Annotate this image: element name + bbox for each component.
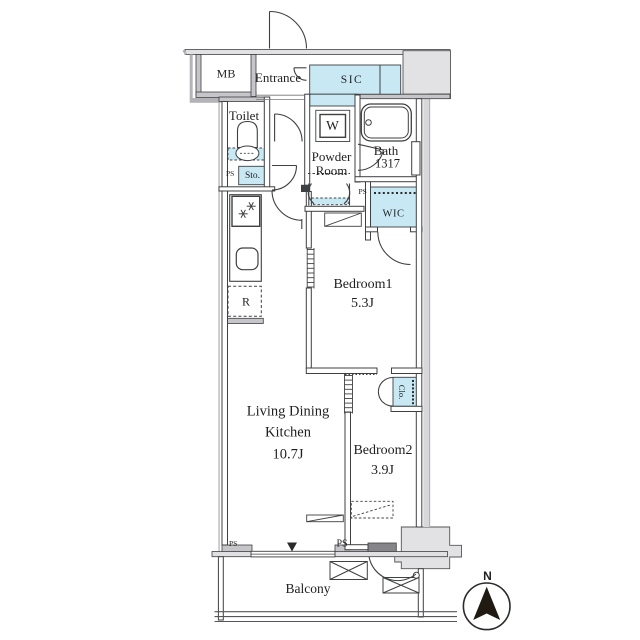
pipe-space-label: PS	[336, 538, 348, 549]
right-wall	[415, 98, 423, 528]
pipe-space-label: PS	[226, 169, 235, 179]
balcony-partition-door	[368, 556, 417, 582]
bottom-wall-left	[221, 544, 253, 553]
closet-double-door-icon	[377, 376, 393, 407]
sliding-doors	[306, 248, 353, 414]
toilet-label: Toilet	[228, 107, 260, 123]
sic-area	[309, 64, 402, 95]
mb-left-wall	[195, 54, 202, 97]
closet-hanger-dots	[412, 380, 414, 405]
toilet-bottom-wall	[218, 186, 276, 192]
bedroom1-size-label: 5.3J	[351, 296, 374, 311]
refrigerator-label: R	[241, 294, 251, 308]
ldk-label-line1: Living Dining	[246, 403, 330, 419]
ldk-door-icon	[271, 190, 303, 229]
kitchen-icons	[227, 194, 262, 317]
sic-label: SIC	[340, 73, 364, 86]
bedroom1-top-wall	[304, 205, 365, 212]
washer-label: W	[326, 118, 339, 133]
bathtub-icon	[360, 103, 412, 142]
bedroom1-sliding-door-icon	[306, 248, 315, 289]
powder-counter-strip	[310, 197, 349, 206]
ldk-label-line2: Kitchen	[265, 424, 311, 440]
hanger-dots	[287, 192, 416, 552]
hall-powder-wall	[304, 93, 311, 186]
entrance-door-icon	[268, 10, 308, 81]
balcony-left-wall	[217, 556, 224, 621]
bath-counter	[411, 141, 421, 176]
bedroom1-bottom-wall-right	[391, 367, 423, 374]
powder-room-label-line2: Room	[315, 163, 348, 178]
ac-unit-icon	[329, 561, 368, 580]
inner-walls	[217, 93, 424, 621]
balcony-railing	[214, 611, 457, 623]
wic-bottom-wall-left	[365, 226, 378, 233]
closet-bottom-wall	[390, 405, 423, 412]
powder-bath-wall	[354, 94, 361, 183]
bedroom2-left-wall	[344, 411, 351, 551]
neighbor-outline	[182, 49, 431, 552]
burner-symbols	[238, 202, 256, 218]
toilet-door-icon	[274, 113, 303, 142]
ldk-size-label: 10.7J	[272, 446, 304, 462]
closet-label: Clo.	[396, 384, 407, 399]
ldk-counter-diagonal	[306, 514, 344, 523]
drain-circle	[412, 571, 420, 579]
doors	[256, 10, 417, 582]
toilet-icon	[235, 120, 260, 162]
entrance-step	[256, 94, 305, 100]
balcony-label: Balcony	[285, 580, 331, 596]
wall-corner-block	[301, 184, 311, 193]
bath-size-label: 1317	[375, 156, 400, 170]
bath-bottom-wall	[354, 176, 421, 183]
compass-north-label: N	[483, 568, 492, 583]
powder-room-label-line1: Powder	[311, 149, 352, 164]
stove-icon	[231, 195, 261, 228]
storage-label: Sto.	[244, 170, 261, 181]
kitchen-stub-wall	[221, 317, 264, 324]
entrance-label: Entrance	[254, 70, 302, 85]
powder-double-door-icon	[307, 183, 351, 206]
compass-icon	[462, 582, 511, 631]
toilet-right-wall	[263, 96, 271, 192]
window-direction-marker	[287, 542, 297, 552]
bedroom1-label: Bedroom1	[333, 277, 393, 292]
wic-label: WIC	[382, 208, 405, 219]
top-right-mass	[402, 50, 451, 95]
fixtures	[227, 103, 421, 594]
bedroom2-sliding-door-icon	[344, 374, 353, 414]
bedroom2-window-dashed	[350, 500, 394, 519]
refrigerator-space	[227, 285, 262, 317]
washing-machine-icon	[315, 109, 351, 142]
sink-icon	[235, 247, 259, 271]
left-wall	[221, 101, 228, 546]
mb-label: MB	[216, 66, 236, 80]
bottom-right-pillar	[394, 526, 462, 570]
sic-shelf	[309, 93, 358, 107]
entrance-left-wall	[250, 54, 257, 97]
ac-units	[329, 561, 420, 594]
bath-label: Bath	[373, 142, 399, 158]
hall-door-icon	[271, 164, 298, 191]
building-mass	[184, 49, 462, 570]
pipe-space-label: PS	[229, 539, 238, 549]
bedroom2-size-label: 3.9J	[371, 463, 394, 478]
bath-door-icon	[357, 143, 385, 171]
wic-door-icon	[377, 231, 411, 266]
ac-unit-icon	[382, 577, 420, 594]
bedroom1-bottom-wall-left	[305, 367, 378, 374]
bedroom1-counter-diagonal	[324, 212, 362, 227]
bedroom2-label: Bedroom2	[353, 443, 413, 458]
wic-hanger-dots	[374, 192, 416, 194]
pipe-space-label: PS	[358, 186, 367, 196]
bedroom2-bottom-wall	[344, 544, 369, 551]
bedroom1-left-wall-lower	[305, 287, 312, 369]
